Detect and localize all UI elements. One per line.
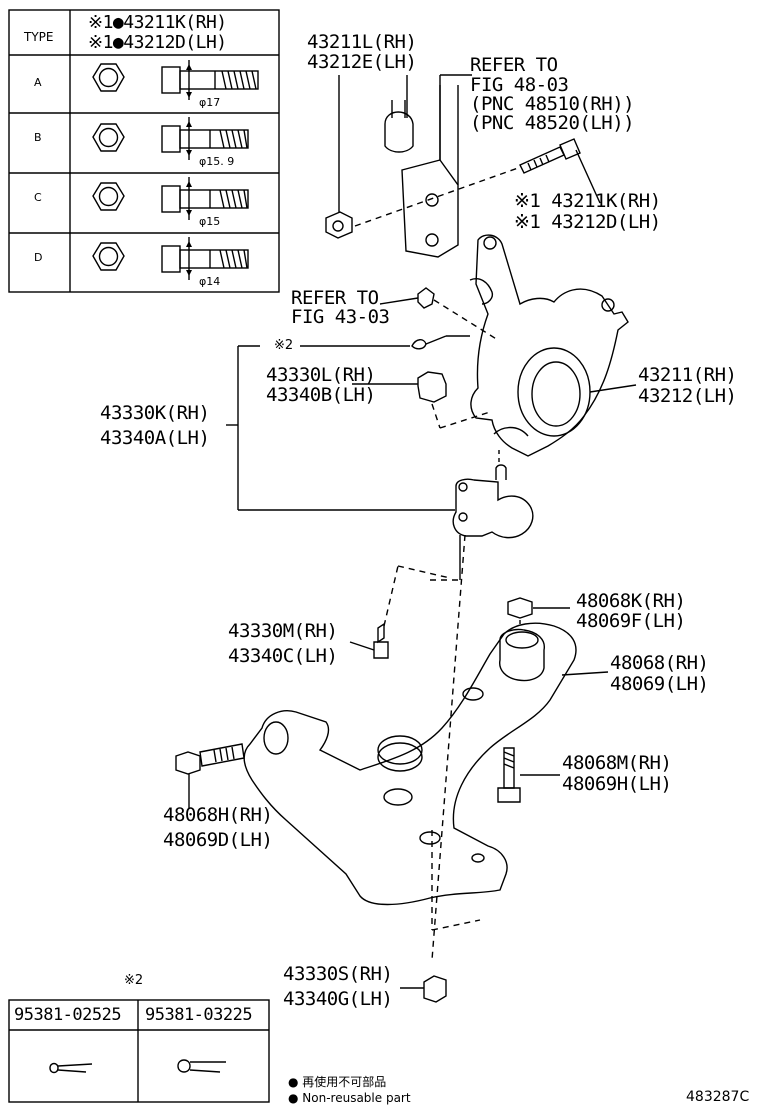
label-refer-48-line2: FIG 48-03 — [470, 74, 569, 96]
figure-id: 483287C — [686, 1089, 750, 1105]
refer-43-bolt-drawing — [379, 287, 499, 341]
type-row-d-dim: φ14 — [199, 275, 221, 288]
label-front-bolt-lh: 48069D(LH) — [163, 829, 273, 851]
label-refer-48-line3: (PNC 48510(RH)) — [470, 93, 635, 115]
label-refer-48-line4: (PNC 48520(LH)) — [470, 112, 635, 134]
bottom-nut-drawing — [400, 830, 481, 1003]
label-refer-43-line1: REFER TO — [291, 287, 379, 309]
label-arm-bolt-lh: 48069H(LH) — [562, 773, 672, 795]
bracket-nut-drawing — [325, 75, 408, 239]
type-table-bolt-icons — [161, 60, 259, 280]
type-row-d: D — [34, 251, 43, 264]
castle-nut-drawing — [352, 371, 491, 429]
label-bracket-lh: 43212E(LH) — [307, 51, 417, 73]
label-arm-lh: 48069(LH) — [610, 673, 709, 695]
type-table-grid — [8, 9, 280, 293]
label-front-bolt-rh: 48068H(RH) — [163, 804, 273, 826]
label-nut-rh: 43330L(RH) — [266, 364, 376, 386]
pin-table-mark: ※2 — [124, 973, 144, 988]
legend-line-jp: ● 再使用不可部品 — [288, 1075, 387, 1089]
label-arm-rh: 48068(RH) — [610, 652, 709, 674]
type-row-c: C — [34, 191, 42, 204]
pin-part-2: 95381-03225 — [145, 1005, 253, 1025]
arm-nut-drawing — [507, 597, 570, 628]
steering-knuckle-drawing — [469, 234, 637, 457]
label-joint-lh: 43340A(LH) — [100, 427, 210, 449]
label-cotter-mark: ※2 — [274, 338, 294, 353]
label-bottom-nut-rh: 43330S(RH) — [283, 963, 393, 985]
strut-bracket-drawing — [384, 74, 472, 258]
label-refer-43-line2: FIG 43-03 — [291, 306, 390, 328]
label-arm-nut-rh: 48068K(RH) — [576, 590, 686, 612]
type-row-c-dim: φ15 — [199, 215, 221, 228]
type-row-b: B — [34, 131, 42, 144]
type-table-header-type: TYPE — [24, 30, 54, 44]
joint-bolt-drawing — [349, 565, 451, 659]
arm-bolt-drawing — [497, 747, 560, 803]
type-table-header-lh: ※1●43212D(LH) — [88, 32, 227, 53]
label-joint-bolt-rh: 43330M(RH) — [228, 620, 338, 642]
label-bolt-rh: ※1 43211K(RH) — [514, 190, 661, 212]
type-row-a-dim: φ17 — [199, 96, 221, 109]
type-table-nut-icons — [92, 63, 125, 271]
knuckle-bolt-drawing — [354, 138, 601, 227]
label-joint-bolt-lh: 43340C(LH) — [228, 645, 338, 667]
label-bracket-rh: 43211L(RH) — [307, 31, 417, 53]
cotter-pin-drawing — [300, 335, 470, 350]
front-bolt-drawing — [175, 743, 245, 808]
label-nut-lh: 43340B(LH) — [266, 384, 376, 406]
label-bolt-lh: ※1 43212D(LH) — [514, 211, 661, 233]
joint-bracket-lines — [226, 345, 455, 511]
label-joint-rh: 43330K(RH) — [100, 402, 210, 424]
legend-line-en: ● Non-reusable part — [288, 1091, 411, 1105]
label-knuckle-lh: 43212(LH) — [638, 385, 737, 407]
type-table-header-rh: ※1●43211K(RH) — [88, 12, 227, 33]
label-bottom-nut-lh: 43340G(LH) — [283, 988, 393, 1010]
pin-table-grid — [8, 999, 270, 1103]
label-refer-48-line1: REFER TO — [470, 54, 558, 76]
label-arm-nut-lh: 48069F(LH) — [576, 610, 686, 632]
label-arm-bolt-rh: 48068M(RH) — [562, 752, 672, 774]
pin-part-1: 95381-02525 — [14, 1005, 122, 1025]
type-row-b-dim: φ15. 9 — [199, 155, 235, 168]
lower-arm-drawing — [243, 622, 609, 906]
ball-joint-drawing — [430, 450, 534, 961]
label-knuckle-rh: 43211(RH) — [638, 364, 737, 386]
type-row-a: A — [34, 76, 42, 89]
